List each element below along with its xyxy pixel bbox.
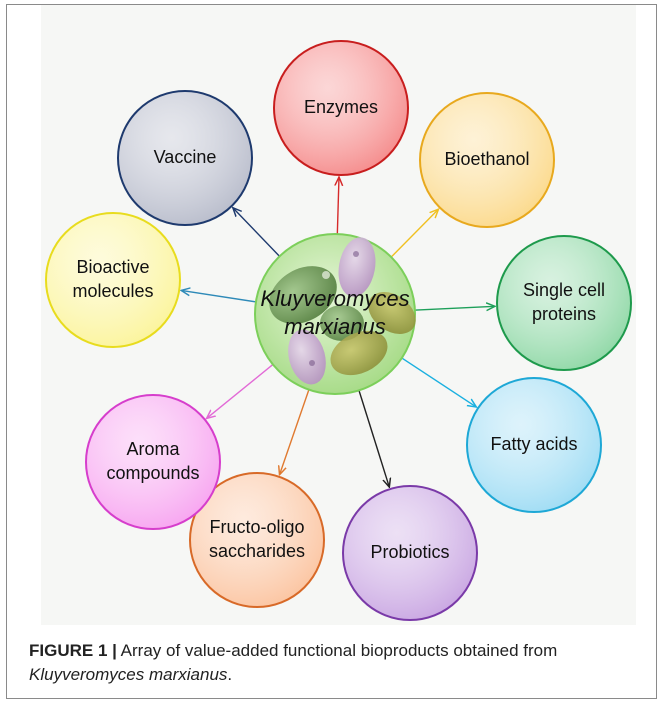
node-label-bioactive-molecules-line-1: Bioactive [76, 257, 149, 277]
caption-end: . [227, 665, 233, 684]
node-probiotics: Probiotics [342, 485, 478, 621]
arrows-layer [181, 177, 495, 487]
node-label-enzymes-line-1: Enzymes [304, 97, 378, 117]
center-node: Kluyveromyces marxianus [254, 233, 416, 395]
node-label-single-cell-proteins-line-2: proteins [532, 304, 596, 324]
caption-label: FIGURE 1 | [29, 641, 117, 660]
node-label-aroma-compounds-line-2: compounds [106, 463, 199, 483]
center-label-line-2: marxianus [284, 314, 385, 339]
node-border-fructo-oligo-saccharides [189, 472, 325, 608]
arrow-to-vaccine [233, 208, 283, 260]
caption-species: Kluyveromyces marxianus [29, 665, 228, 684]
arrow-to-bioactive-molecules [181, 290, 260, 304]
node-bioactive-molecules: Bioactive molecules [45, 212, 181, 348]
node-single-cell-proteins: Single cell proteins [496, 235, 632, 371]
node-border-bioactive-molecules [45, 212, 181, 348]
node-border-probiotics [342, 485, 478, 621]
caption-text: Array of value-added functional bioprodu… [116, 641, 558, 660]
node-enzymes: Enzymes [273, 40, 409, 176]
node-aroma-compounds: Aroma compounds [85, 394, 221, 530]
node-border-aroma-compounds [85, 394, 221, 530]
node-label-probiotics-line-1: Probiotics [370, 542, 449, 562]
node-label-vaccine-line-1: Vaccine [154, 147, 217, 167]
node-label-single-cell-proteins-line-1: Single cell [523, 280, 605, 300]
yeast-cells-illustration [269, 237, 416, 385]
node-bioethanol: Bioethanol [419, 92, 555, 228]
arrow-to-bioethanol [387, 209, 438, 261]
node-label-aroma-compounds-line-1: Aroma [126, 439, 180, 459]
arrow-to-enzymes [337, 177, 339, 239]
node-border-fatty-acids [466, 377, 602, 513]
node-vaccine: Vaccine [117, 90, 253, 226]
node-border-vaccine [117, 90, 253, 226]
figure-caption: FIGURE 1 | Array of value-added function… [29, 639, 639, 687]
node-label-bioethanol-line-1: Bioethanol [444, 149, 529, 169]
node-border-single-cell-proteins [496, 235, 632, 371]
arrow-to-fructo-oligo-saccharides [280, 385, 311, 475]
center-label: Kluyveromyces marxianus [260, 286, 409, 339]
node-border-enzymes [273, 40, 409, 176]
arrow-to-fatty-acids [398, 355, 476, 407]
center-label-line-1: Kluyveromyces [260, 286, 409, 311]
node-border-bioethanol [419, 92, 555, 228]
node-label-fructo-oligo-saccharides-line-2: saccharides [209, 541, 305, 561]
node-fatty-acids: Fatty acids [466, 377, 602, 513]
node-fructo-oligo-saccharides: Fructo-oligo saccharides [189, 472, 325, 608]
arrow-to-aroma-compounds [207, 361, 277, 419]
arrow-to-single-cell-proteins [410, 306, 495, 310]
arrow-to-probiotics [357, 386, 390, 488]
node-label-fructo-oligo-saccharides-line-1: Fructo-oligo [209, 517, 304, 537]
node-label-bioactive-molecules-line-2: molecules [72, 281, 153, 301]
node-label-fatty-acids-line-1: Fatty acids [490, 434, 577, 454]
